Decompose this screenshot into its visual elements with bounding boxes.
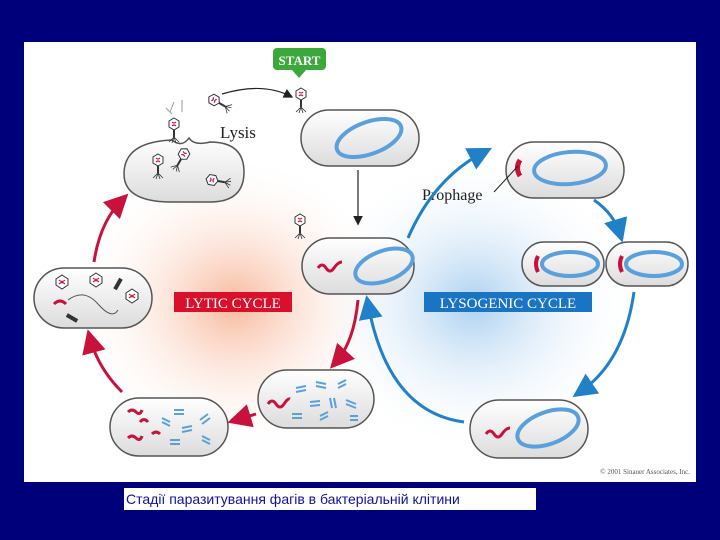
lysogenic-label-box bbox=[424, 292, 592, 312]
lysogenic-arrow-1 bbox=[406, 147, 492, 239]
cell-lysis bbox=[123, 136, 245, 203]
cell-assembly bbox=[109, 397, 229, 457]
lysis-label: Lysis bbox=[220, 123, 256, 142]
lytic-arrow-3 bbox=[82, 329, 124, 394]
lysogenic-arrow-2 bbox=[593, 198, 628, 243]
caption-text: Стадії паразитування фагів в бактеріальн… bbox=[126, 491, 460, 507]
cell-maturation bbox=[33, 267, 153, 329]
cell-excision bbox=[469, 399, 589, 459]
cell-dividing-right bbox=[605, 241, 689, 287]
prophage-pointer bbox=[493, 165, 519, 193]
lytic-label-box bbox=[174, 292, 292, 312]
release-to-start-arrow bbox=[221, 87, 294, 98]
released-phage-icon bbox=[168, 117, 180, 144]
cell-injected bbox=[301, 237, 415, 295]
start-label: START bbox=[279, 53, 321, 68]
lytic-arrow-1 bbox=[329, 299, 360, 369]
burst-lines bbox=[165, 100, 183, 115]
lytic-arrow-4 bbox=[92, 193, 129, 263]
lysogenic-arrow-4 bbox=[358, 295, 465, 424]
phage-attaching-icon bbox=[295, 87, 307, 114]
released-phage-icon bbox=[205, 91, 234, 115]
cell-replication bbox=[257, 369, 375, 429]
lysogenic-label: LYSOGENIC CYCLE bbox=[440, 296, 576, 312]
lytic-arrow-2 bbox=[227, 404, 257, 428]
phage-life-cycle-figure: START Lysis LYTIC CYCLE LYSOGENIC CYCLE … bbox=[24, 42, 696, 482]
copyright-text: © 2001 Sinauer Associates, Inc. bbox=[600, 468, 690, 476]
cell-infection bbox=[300, 109, 420, 167]
lysogenic-arrow-3 bbox=[572, 291, 636, 398]
lytic-label: LYTIC CYCLE bbox=[185, 296, 281, 312]
start-badge: START bbox=[273, 48, 326, 78]
caption-bar: Стадії паразитування фагів в бактеріальн… bbox=[124, 488, 536, 510]
cell-prophage bbox=[505, 141, 625, 199]
cell-dividing-left bbox=[521, 241, 605, 287]
